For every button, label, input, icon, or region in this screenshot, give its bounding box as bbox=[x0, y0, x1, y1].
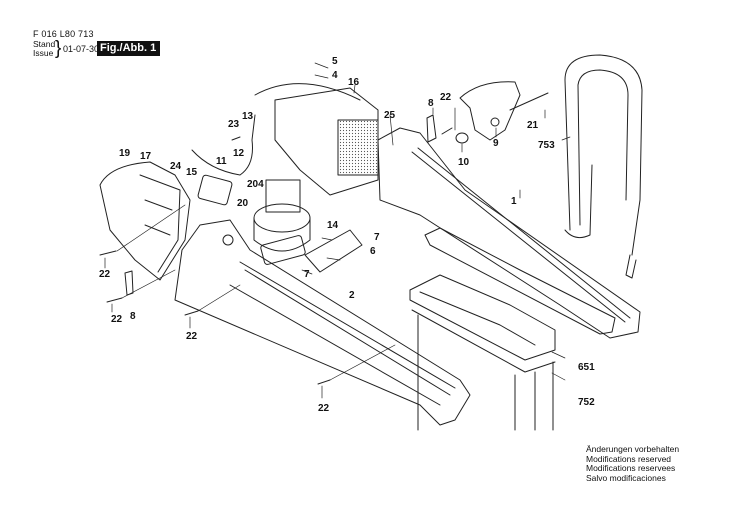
motor-20 bbox=[253, 179, 311, 252]
switch-8-lower bbox=[124, 270, 134, 296]
bolt-21 bbox=[509, 92, 549, 111]
gasket-14 bbox=[260, 235, 306, 265]
bushing-10 bbox=[455, 132, 469, 144]
cable-11 bbox=[191, 114, 256, 176]
housing-half-1 bbox=[377, 127, 641, 339]
part-label-20: 20 bbox=[237, 198, 249, 209]
part-label-22-upper: 22 bbox=[440, 92, 452, 103]
figure-badge: Fig./Abb. 1 bbox=[97, 41, 161, 56]
notice-line-en: Modifications reserved bbox=[586, 453, 672, 464]
motor-housing-16 bbox=[254, 83, 379, 196]
part-label-22-left-lower: 22 bbox=[111, 314, 123, 325]
housing-half-2 bbox=[174, 219, 471, 426]
side-cover-19 bbox=[99, 161, 191, 281]
switch-8-upper bbox=[426, 114, 437, 143]
part-label-7-lower: 7 bbox=[304, 269, 310, 280]
bag-752 bbox=[417, 314, 554, 431]
part-label-4: 4 bbox=[332, 70, 338, 81]
part-label-19: 19 bbox=[119, 148, 131, 159]
modifications-notice: Änderungen vorbehalten Modifications res… bbox=[586, 444, 680, 483]
part-label-12: 12 bbox=[233, 148, 245, 159]
part-label-17: 17 bbox=[140, 151, 152, 162]
tube-part-6 bbox=[304, 229, 363, 273]
part-label-22-middle: 22 bbox=[186, 331, 198, 342]
part-label-22-left: 22 bbox=[99, 269, 111, 280]
part-label-5: 5 bbox=[332, 56, 338, 67]
part-label-651: 651 bbox=[578, 362, 595, 373]
stand-issue-label: Stand Issue bbox=[33, 40, 55, 58]
part-label-2: 2 bbox=[349, 290, 355, 301]
part-label-24: 24 bbox=[170, 161, 182, 172]
shoulder-strap-753 bbox=[564, 54, 643, 279]
screw-22-left bbox=[99, 250, 117, 256]
document-code: F 016 L80 713 bbox=[33, 29, 94, 39]
issue-date: 01-07-30 bbox=[63, 44, 100, 54]
part-label-23: 23 bbox=[228, 119, 240, 130]
part-label-8-upper: 8 bbox=[428, 98, 434, 109]
part-label-21: 21 bbox=[527, 120, 539, 131]
screw-22-left-lower bbox=[106, 297, 123, 303]
notice-line-fr: Modifications reservees bbox=[586, 463, 676, 474]
part-label-7-upper: 7 bbox=[374, 232, 380, 243]
screw-22-upper bbox=[441, 127, 453, 135]
part-label-14: 14 bbox=[327, 220, 339, 231]
screw-22-bottom bbox=[317, 379, 331, 385]
part-label-25: 25 bbox=[384, 110, 396, 121]
part-label-204: 204 bbox=[247, 179, 264, 190]
screw-23 bbox=[231, 136, 241, 141]
part-label-15: 15 bbox=[186, 167, 198, 178]
handle-9 bbox=[459, 81, 521, 141]
bag-frame-651 bbox=[409, 274, 556, 373]
stand-label: Stand bbox=[33, 39, 56, 49]
part-label-6: 6 bbox=[370, 246, 376, 257]
part-label-9: 9 bbox=[493, 138, 499, 149]
part-label-13: 13 bbox=[242, 111, 254, 122]
part-label-1: 1 bbox=[511, 196, 517, 207]
part-label-8-lower: 8 bbox=[130, 311, 136, 322]
part-label-752: 752 bbox=[578, 397, 595, 408]
gasket-15 bbox=[197, 174, 233, 206]
part-label-22-bottom: 22 bbox=[318, 403, 330, 414]
leader-lines bbox=[104, 62, 571, 399]
notice-line-de: Änderungen vorbehalten bbox=[586, 444, 680, 454]
issue-label: Issue bbox=[33, 48, 54, 58]
part-label-10: 10 bbox=[458, 157, 470, 168]
notice-line-es: Salvo modificaciones bbox=[586, 472, 666, 483]
brace-icon: } bbox=[55, 38, 62, 59]
part-label-11: 11 bbox=[216, 156, 227, 167]
part-label-753: 753 bbox=[538, 140, 555, 151]
screw-22-middle bbox=[184, 310, 199, 316]
part-label-16: 16 bbox=[348, 77, 360, 88]
